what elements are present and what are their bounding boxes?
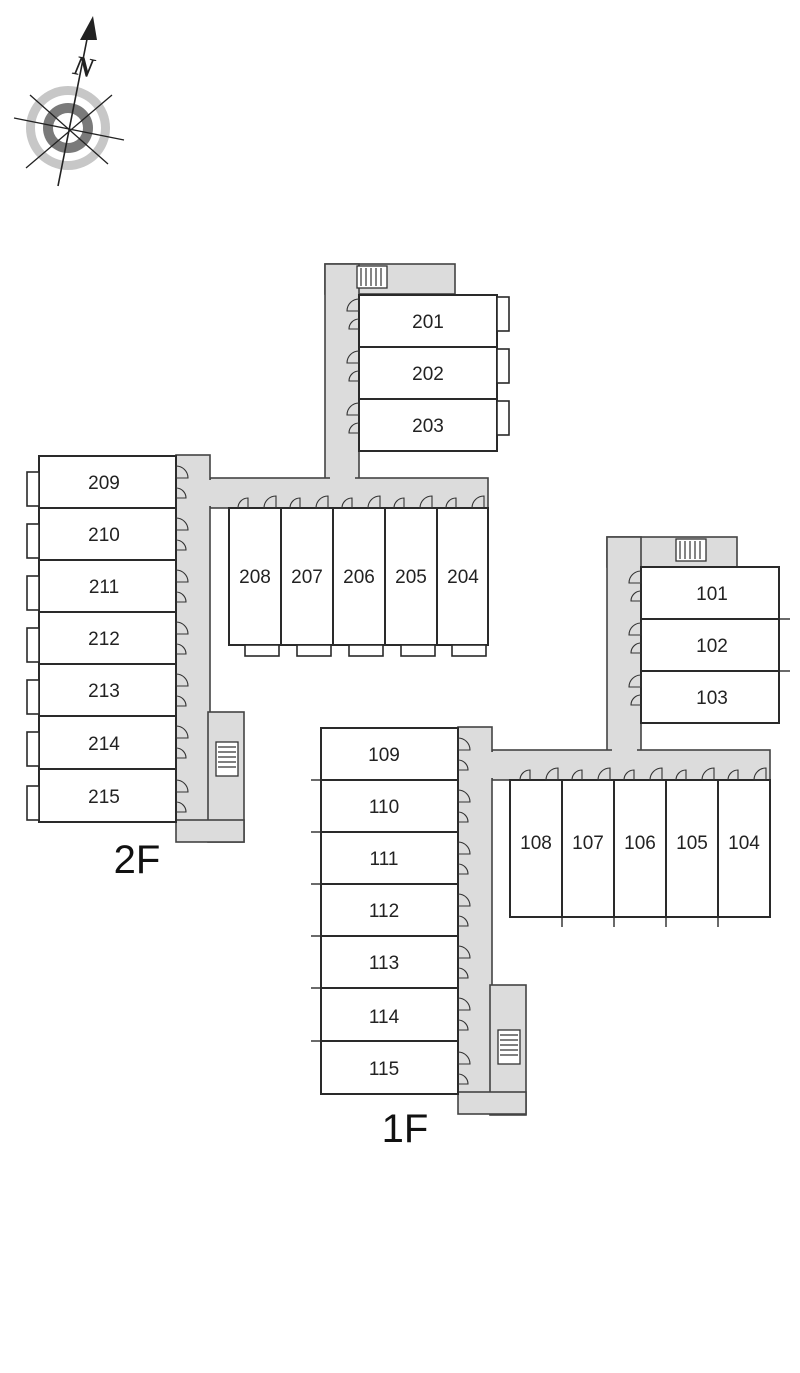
room-label: 212	[88, 629, 120, 650]
room-label: 205	[395, 567, 427, 588]
floor-1f: 101 102 103 108 107 106 105 104 109 110	[311, 536, 790, 1151]
room-label: 202	[412, 364, 444, 385]
room-label: 115	[369, 1059, 399, 1080]
room-label: 112	[369, 901, 399, 922]
room-label: 215	[88, 787, 120, 808]
room-label: 106	[624, 833, 656, 854]
room-label: 105	[676, 833, 708, 854]
room-label: 207	[291, 567, 323, 588]
room-label: 204	[447, 567, 479, 588]
room-label: 206	[343, 567, 375, 588]
room-label: 113	[369, 953, 399, 974]
room-label: 102	[696, 636, 728, 657]
door-icons	[457, 570, 767, 1085]
room-label: 209	[88, 473, 120, 494]
room-label: 203	[412, 416, 444, 437]
room-label: 101	[696, 584, 728, 605]
room-label: 110	[369, 797, 399, 818]
stairs-icon	[356, 265, 388, 289]
room-label: 107	[572, 833, 604, 854]
room-label: 213	[88, 681, 120, 702]
stairs-icon	[215, 741, 239, 777]
floor-label-2f: 2F	[114, 838, 161, 882]
door-icons	[175, 298, 485, 813]
room-label: 108	[520, 833, 552, 854]
room-label: 111	[370, 849, 399, 870]
room-label: 103	[696, 688, 728, 709]
room-label: 104	[728, 833, 760, 854]
stairs-icon	[497, 1029, 521, 1065]
room-label: 210	[88, 525, 120, 546]
room-label: 211	[89, 577, 119, 598]
room-label: 208	[239, 567, 271, 588]
north-label: N	[70, 50, 99, 85]
room-label: 114	[369, 1007, 400, 1028]
floor-label-1f: 1F	[382, 1107, 429, 1151]
room-label: 201	[412, 312, 444, 333]
compass-rose-icon: N	[13, 16, 125, 187]
room-label: 214	[88, 734, 120, 755]
floor-2f: 201 202 203 208 207 206 205 204 209	[26, 263, 510, 882]
room-label: 109	[368, 745, 400, 766]
stairs-icon	[675, 538, 707, 562]
